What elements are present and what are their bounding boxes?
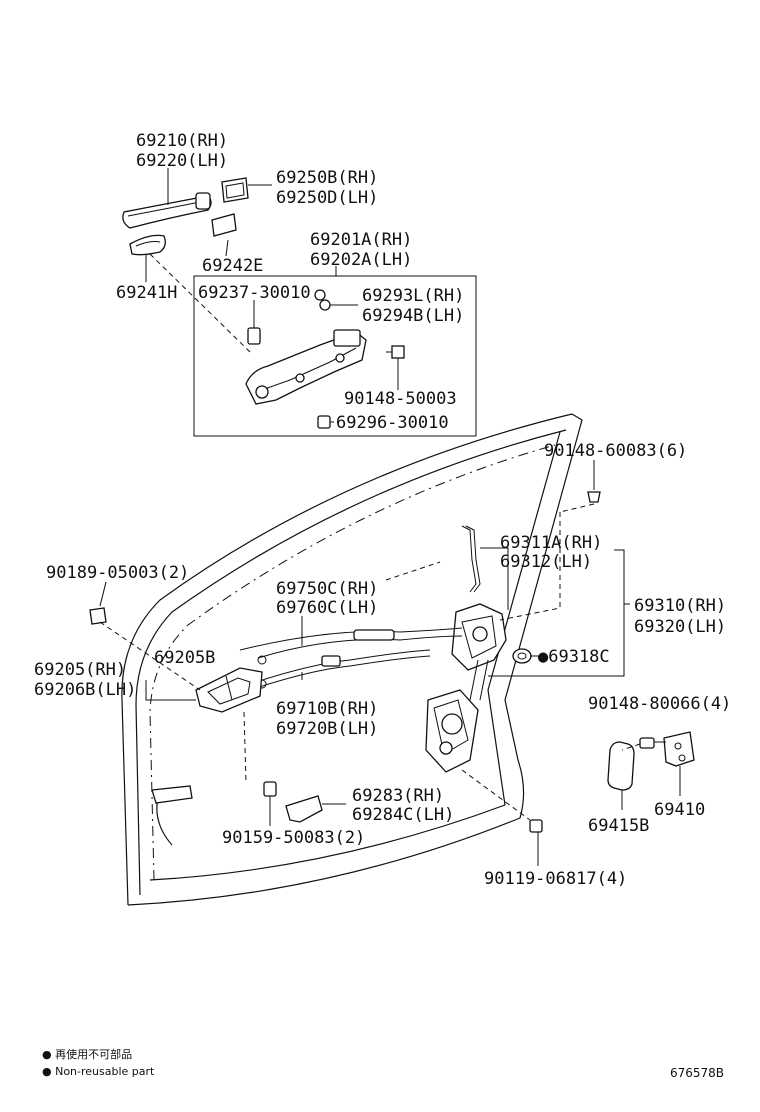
label-handle-cover-rh: 69250B(RH) bbox=[276, 168, 378, 188]
screw-90148-50003 bbox=[386, 345, 405, 359]
handle-cover bbox=[221, 177, 249, 203]
legend-line-english: ● Non-reusable part bbox=[42, 1065, 155, 1078]
label-screw-90148-60083: 90148-60083(6) bbox=[544, 441, 687, 461]
bolt-69296 bbox=[317, 415, 331, 429]
label-screw-90148-80066: 90148-80066(4) bbox=[588, 694, 731, 714]
label-inside-handle-lh: 69206B(LH) bbox=[34, 680, 136, 700]
lock-assembly bbox=[425, 603, 507, 773]
label-clip-90189: 90189-05003(2) bbox=[46, 563, 189, 583]
door-outline bbox=[121, 413, 583, 906]
label-cable-lower-rh: 69710B(RH) bbox=[276, 699, 378, 719]
striker-plate bbox=[607, 741, 635, 791]
cap-69293 bbox=[314, 289, 331, 311]
label-striker: 69410 bbox=[654, 800, 705, 820]
rod-69311 bbox=[461, 525, 481, 593]
door-pocket bbox=[151, 785, 193, 804]
label-outside-handle-rh: 69210(RH) bbox=[136, 131, 228, 151]
outside-handle bbox=[122, 192, 212, 229]
label-rod-rh: 69311A(RH) bbox=[500, 533, 602, 553]
screw-90159 bbox=[263, 781, 277, 797]
handle-frame bbox=[245, 329, 367, 405]
leader-lines bbox=[99, 168, 681, 866]
drawing-reference-number: 676578B bbox=[670, 1066, 724, 1080]
label-cable-upper-lh: 69760C(LH) bbox=[276, 598, 378, 618]
inside-handle bbox=[195, 667, 263, 713]
label-screw-90148-50003: 90148-50003 bbox=[344, 389, 457, 409]
striker bbox=[663, 731, 695, 767]
label-cap-rh: 69293L(RH) bbox=[362, 286, 464, 306]
label-inside-handle-rh: 69205(RH) bbox=[34, 660, 126, 680]
label-lock-rh: 69310(RH) bbox=[634, 596, 726, 616]
grommet-69318 bbox=[512, 648, 532, 664]
label-cap-lh: 69294B(LH) bbox=[362, 306, 464, 326]
label-inside-handle-ref: 69205B bbox=[154, 648, 215, 668]
label-frame-rh: 69201A(RH) bbox=[310, 230, 412, 250]
label-cable-upper-rh: 69750C(RH) bbox=[276, 579, 378, 599]
pad-69241 bbox=[129, 234, 166, 256]
label-frame-lh: 69202A(LH) bbox=[310, 250, 412, 270]
label-striker-plate: 69415B bbox=[588, 816, 649, 836]
label-pad-69242: 69242E bbox=[202, 256, 263, 276]
label-plug-69237: 69237-30010 bbox=[198, 283, 311, 303]
label-screw-90119: 90119-06817(4) bbox=[484, 869, 627, 889]
screw-90148-60083 bbox=[587, 491, 601, 503]
label-bezel-lh: 69284C(LH) bbox=[352, 805, 454, 825]
label-rod-lh: 69312(LH) bbox=[500, 552, 592, 572]
clip-90189 bbox=[89, 607, 107, 625]
cables bbox=[239, 627, 463, 691]
pad-69242 bbox=[211, 213, 237, 237]
label-screw-90159: 90159-50083(2) bbox=[222, 828, 365, 848]
label-outside-handle-lh: 69220(LH) bbox=[136, 151, 228, 171]
screw-90148-80066 bbox=[639, 737, 655, 749]
label-bolt-69296: 69296-30010 bbox=[336, 413, 449, 433]
label-pad-69241: 69241H bbox=[116, 283, 177, 303]
plug-69237 bbox=[247, 327, 261, 345]
label-grommet-69318: ●69318C bbox=[538, 647, 610, 667]
label-bezel-rh: 69283(RH) bbox=[352, 786, 444, 806]
screw-90119 bbox=[529, 819, 543, 833]
legend-line-japanese: ● 再使用不可部品 bbox=[42, 1047, 132, 1061]
dashed-guides bbox=[99, 253, 641, 821]
label-cable-lower-lh: 69720B(LH) bbox=[276, 719, 378, 739]
label-lock-lh: 69320(LH) bbox=[634, 617, 726, 637]
bezel-69283 bbox=[285, 795, 323, 823]
frame-group-box bbox=[193, 275, 477, 437]
label-handle-cover-lh: 69250D(LH) bbox=[276, 188, 378, 208]
